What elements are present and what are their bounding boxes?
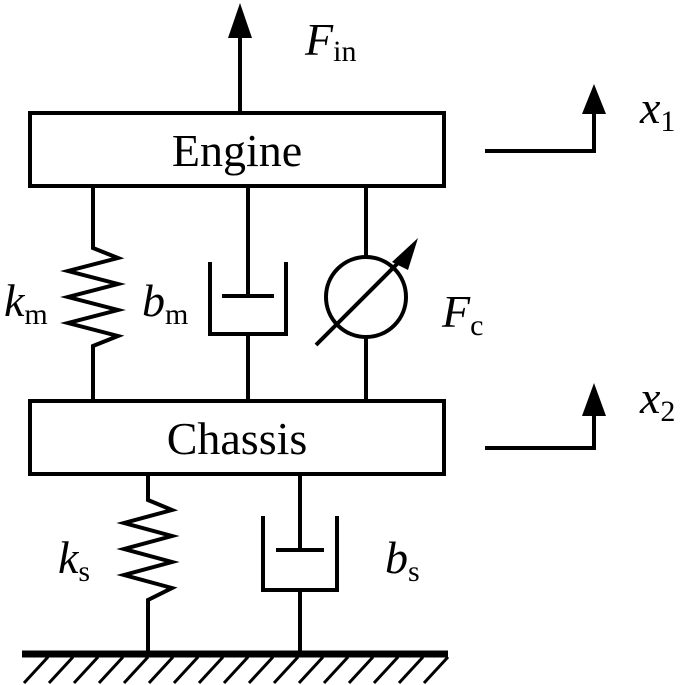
controllable-force-label: Fc [441, 286, 483, 342]
ground-hatch-line [322, 655, 350, 685]
ground-hatch-line [372, 655, 400, 685]
x2-label: x2 [639, 372, 675, 428]
ground-hatch-line [397, 655, 425, 685]
ground-hatch-line [47, 655, 75, 685]
suspension-damper-label: bs [385, 532, 420, 588]
suspension-spring [116, 475, 180, 652]
x2-displacement-arrow [485, 383, 606, 450]
x1-label: x1 [639, 82, 675, 138]
chassis-label: Chassis [167, 413, 308, 464]
ground-hatch-line [222, 655, 250, 685]
mount-damper [208, 187, 288, 400]
engine-block: Engine [28, 111, 446, 188]
ground-hatch-line [347, 655, 375, 685]
ground-hatch-line [197, 655, 225, 685]
ground-hatch-line [147, 655, 175, 685]
controllable-force-actuator [314, 187, 418, 400]
input-force-label: Fin [304, 14, 356, 68]
ground-hatch-line [297, 655, 325, 685]
ground-hatch-line [122, 655, 150, 685]
engine-label: Engine [172, 125, 302, 176]
suspension-damper [261, 475, 339, 652]
ground-hatch-line [422, 655, 450, 685]
suspension-spring-label: ks [58, 532, 90, 588]
ground-hatch-line [172, 655, 200, 685]
ground [22, 650, 450, 685]
ground-hatch-line [72, 655, 100, 685]
ground-hatch-line [22, 655, 50, 685]
chassis-block: Chassis [28, 399, 446, 476]
ground-hatch-line [272, 655, 300, 685]
ground-hatch-line [247, 655, 275, 685]
input-force-arrow [228, 3, 252, 112]
ground-hatch-line [97, 655, 125, 685]
mount-damper-label: bm [142, 275, 188, 331]
mount-spring-label: km [4, 275, 48, 331]
x1-displacement-arrow [485, 84, 606, 153]
mount-spring [60, 187, 126, 400]
